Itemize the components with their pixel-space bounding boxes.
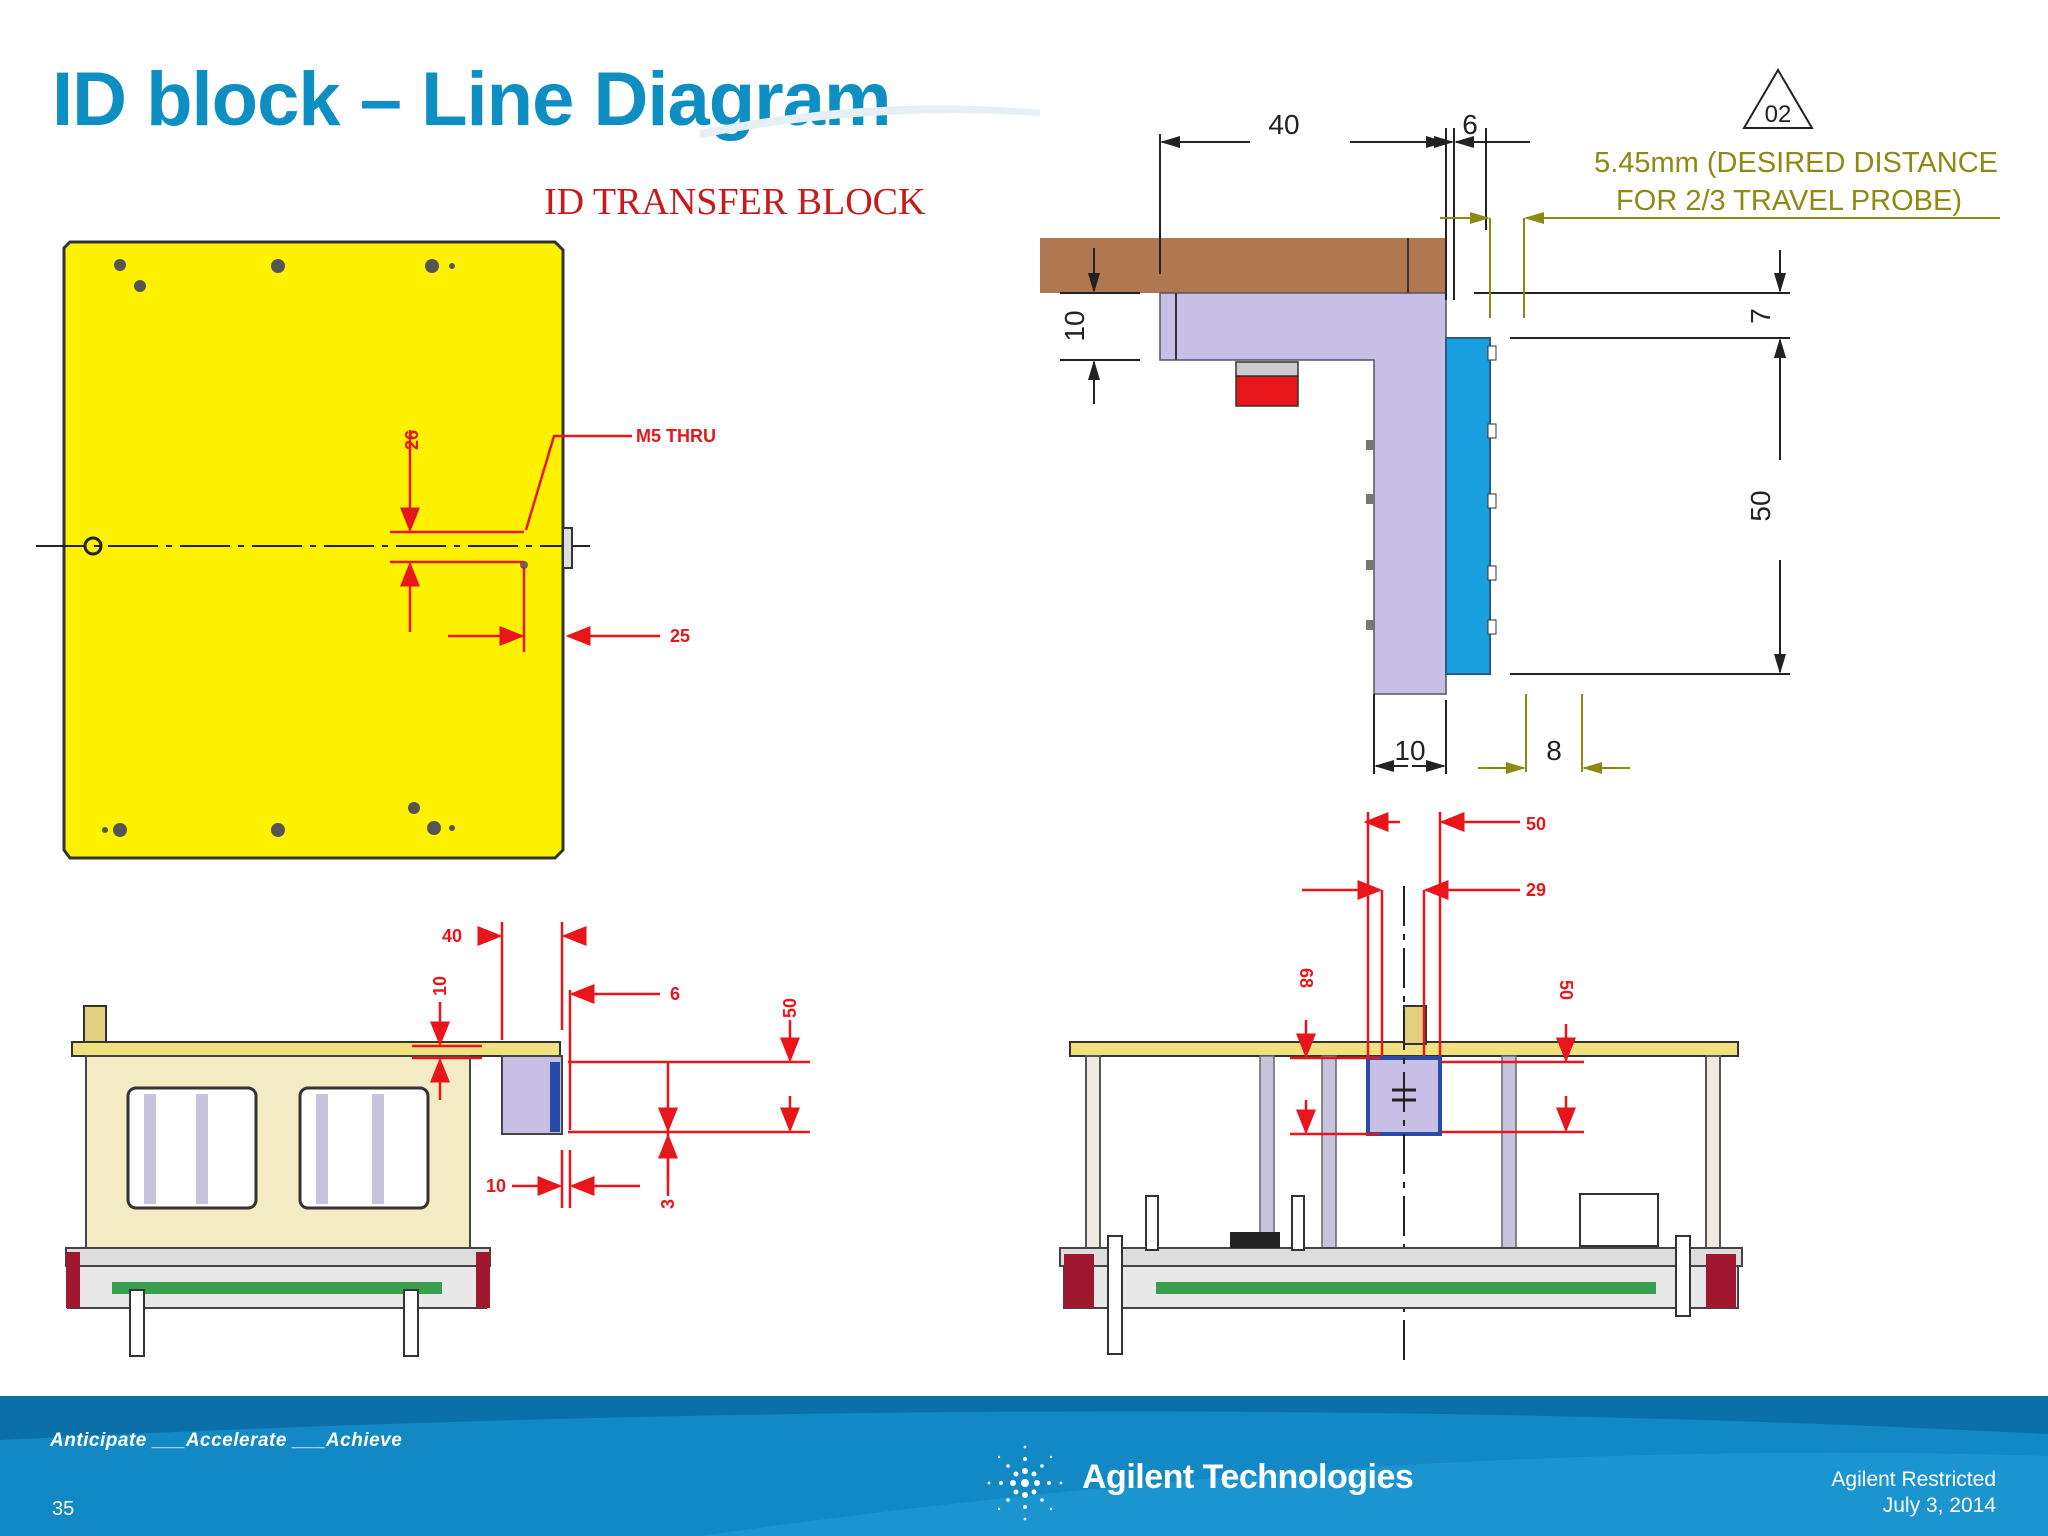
dim-6-label: 6 — [1462, 109, 1478, 140]
top-view-heading: ID TRANSFER BLOCK — [544, 181, 926, 223]
engineering-drawing: ID TRANSFER BLOCK 26 M5 THRU 25 — [36, 68, 2000, 1360]
classification-label: Agilent Restricted — [1831, 1468, 1996, 1491]
yellow-plate — [62, 240, 565, 860]
red-component — [1235, 375, 1299, 407]
revision-marker-label: 02 — [1765, 101, 1792, 128]
dim-10-side-bottom-label: 10 — [486, 1176, 506, 1196]
footer-background — [0, 1396, 2048, 1536]
dim-50-probe-label: 50 — [1745, 490, 1776, 521]
page-number: 35 — [52, 1498, 75, 1520]
detail-view: 40 6 10 7 50 10 5.45mm (DESIRED DISTANCE… — [1040, 68, 2000, 774]
edge-tab — [562, 527, 573, 569]
mounting-holes — [102, 259, 455, 837]
dim-10-block-label: 10 — [1394, 735, 1425, 766]
dim-26-label: 26 — [402, 430, 422, 450]
slide-date: July 3, 2014 — [1882, 1494, 1996, 1517]
brown-bar — [1040, 238, 1446, 293]
side-top-plate — [71, 1041, 561, 1057]
dim-50-side-label: 50 — [780, 998, 800, 1018]
m5-thru-callout: M5 THRU — [636, 426, 716, 446]
brand-name: Agilent Technologies — [1082, 1458, 1414, 1496]
dim-40-side-label: 40 — [442, 926, 462, 946]
distance-note-line1: 5.45mm (DESIRED DISTANCE — [1594, 147, 1998, 179]
blue-probe — [1445, 337, 1491, 675]
lavender-block — [1159, 292, 1447, 695]
dim-3-label: 3 — [658, 1199, 678, 1209]
dim-10-bar-label: 10 — [1059, 310, 1090, 341]
dim-25-label: 25 — [670, 626, 690, 646]
revision-triangle-icon: 02 — [1742, 68, 1814, 129]
dim-29-label: 29 — [1526, 880, 1546, 900]
footer-tagline: Anticipate ___Accelerate ___Achieve — [50, 1430, 403, 1451]
dim-7-label: 7 — [1745, 308, 1776, 324]
side-view: 40 6 10 50 10 3 — [65, 922, 810, 1357]
dim-8-label: 8 — [1546, 735, 1562, 766]
agilent-spark-icon — [987, 1445, 1063, 1521]
dim-6-side-label: 6 — [670, 984, 680, 1004]
locating-hole-icon — [83, 536, 103, 556]
dim-40-label: 40 — [1268, 109, 1299, 140]
title-swoosh-decoration — [700, 105, 1040, 138]
dim-68-label: 68 — [1296, 968, 1316, 988]
front-view: 50 29 68 50 — [1059, 812, 1743, 1360]
dim-10-side-top-label: 10 — [430, 976, 450, 996]
dim-50-front-top-label: 50 — [1526, 814, 1546, 834]
footer-bar: Anticipate ___Accelerate ___Achieve 35 A… — [0, 1396, 2048, 1536]
dim-50-front-side-label: 50 — [1556, 980, 1576, 1000]
block-bolt-heads — [1366, 440, 1374, 630]
top-view: ID TRANSFER BLOCK 26 M5 THRU 25 — [36, 181, 926, 860]
distance-note-line2: FOR 2/3 TRAVEL PROBE) — [1616, 185, 1962, 217]
